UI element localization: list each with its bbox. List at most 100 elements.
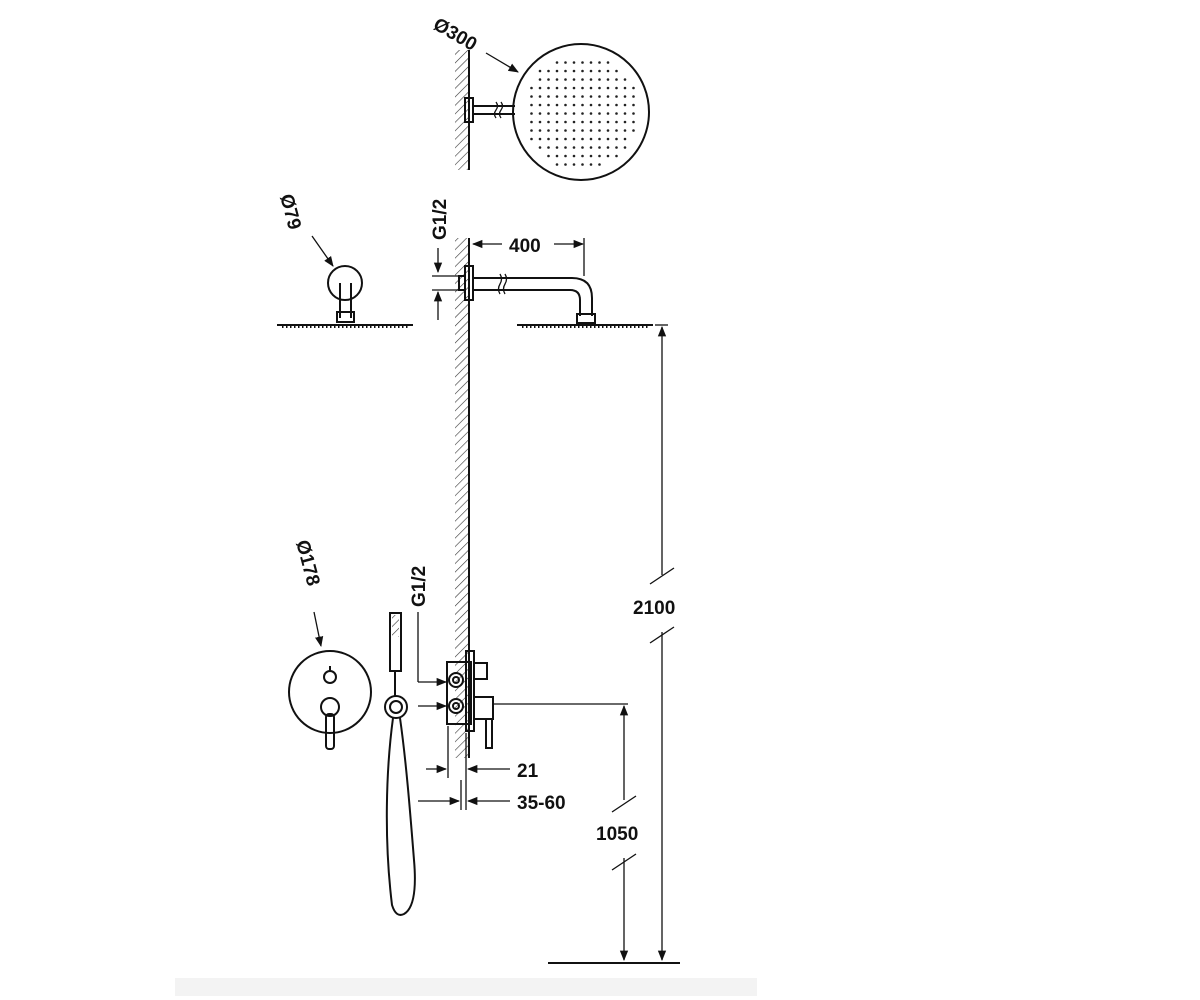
nozzle-dot xyxy=(564,146,567,149)
dim-head-height: 2100 xyxy=(633,324,675,962)
nozzle-dot xyxy=(598,95,601,98)
nozzle-dot xyxy=(555,163,559,166)
nozzle-dot xyxy=(572,61,576,64)
nozzle-dot xyxy=(581,103,584,107)
nozzle-dot xyxy=(555,69,559,73)
nozzle-dot xyxy=(547,120,550,124)
label-plate-diameter: Ø178 xyxy=(291,538,323,588)
nozzle-dot xyxy=(615,78,618,81)
nozzle-dot xyxy=(615,103,618,107)
nozzle-dot xyxy=(615,129,618,132)
nozzle-dot xyxy=(555,146,559,149)
label-plate-depth: 21 xyxy=(517,761,539,782)
nozzle-dot xyxy=(555,95,559,98)
nozzle-dot xyxy=(581,137,584,141)
mixer-plate-front-view xyxy=(288,650,372,750)
label-head-diameter: Ø300 xyxy=(430,14,481,55)
nozzle-dot xyxy=(572,78,576,81)
top-wall-section xyxy=(455,50,470,170)
nozzle-dot xyxy=(581,78,584,81)
nozzle-dot xyxy=(606,146,610,149)
nozzle-dot xyxy=(581,120,584,124)
nozzle-dot xyxy=(581,154,584,158)
nozzle-dot xyxy=(530,112,533,115)
nozzle-dot xyxy=(623,86,627,90)
nozzle-dot xyxy=(615,120,618,124)
nozzle-dot xyxy=(598,103,601,107)
nozzle-dot xyxy=(589,86,593,90)
nozzle-dot xyxy=(530,95,533,98)
nozzle-dot xyxy=(598,69,601,73)
mixer-body-section xyxy=(446,650,494,749)
nozzle-dot xyxy=(606,129,610,132)
nozzle-dot xyxy=(547,95,550,98)
nozzle-dot xyxy=(598,112,601,115)
nozzle-dot xyxy=(555,137,559,141)
nozzle-dot xyxy=(538,137,542,141)
nozzle-dot xyxy=(632,120,635,124)
dim-head-diameter: Ø300 xyxy=(430,14,519,73)
nozzle-dot xyxy=(623,120,627,124)
nozzle-dot xyxy=(564,112,567,115)
nozzle-dot xyxy=(623,95,627,98)
nozzle-dot xyxy=(555,112,559,115)
dim-plate-diameter: Ø178 xyxy=(291,538,323,648)
nozzle-dot xyxy=(623,146,627,149)
nozzle-dot xyxy=(547,86,550,90)
main-wall-section xyxy=(455,238,470,758)
nozzle-dot xyxy=(530,103,533,107)
nozzle-dot xyxy=(598,129,601,132)
nozzle-dot xyxy=(572,112,576,115)
hand-shower xyxy=(384,612,416,916)
nozzle-dot xyxy=(606,103,610,107)
nozzle-dot xyxy=(547,137,550,141)
nozzle-dot xyxy=(572,103,576,107)
nozzle-dot xyxy=(564,137,567,141)
nozzle-dot xyxy=(615,137,618,141)
label-head-height: 2100 xyxy=(633,598,675,619)
nozzle-dot xyxy=(589,61,593,64)
nozzle-dot xyxy=(623,103,627,107)
nozzle-dot xyxy=(555,61,559,64)
nozzle-dot xyxy=(538,86,542,90)
nozzle-dot xyxy=(581,129,584,132)
nozzle-dot xyxy=(606,69,610,73)
nozzle-dot xyxy=(581,112,584,115)
label-mixer-thread: G1/2 xyxy=(409,566,430,607)
nozzle-dot xyxy=(530,86,533,90)
nozzle-dot xyxy=(598,137,601,141)
nozzle-dot xyxy=(623,137,627,141)
shower-arm-side-view xyxy=(458,265,653,328)
nozzle-dot xyxy=(564,120,567,124)
nozzle-dot xyxy=(538,129,542,132)
nozzle-dot xyxy=(615,86,618,90)
nozzle-dot xyxy=(538,69,542,73)
nozzle-dot xyxy=(547,129,550,132)
dim-plate-depth: 21 xyxy=(426,726,539,810)
nozzle-dot xyxy=(589,137,593,141)
nozzle-dot xyxy=(581,163,584,166)
nozzle-dot xyxy=(572,86,576,90)
nozzle-dot xyxy=(530,129,533,132)
nozzle-dot xyxy=(581,61,584,64)
nozzle-dot xyxy=(589,163,593,166)
nozzle-dot xyxy=(564,103,567,107)
nozzle-dot xyxy=(615,95,618,98)
nozzle-dot xyxy=(632,95,635,98)
nozzle-dot xyxy=(564,129,567,132)
nozzle-dot xyxy=(606,78,610,81)
nozzle-dot xyxy=(572,120,576,124)
nozzle-dot xyxy=(564,78,567,81)
nozzle-dot xyxy=(615,112,618,115)
nozzle-dot xyxy=(598,86,601,90)
nozzle-dot xyxy=(564,69,567,73)
nozzle-dot xyxy=(547,78,550,81)
nozzle-dot xyxy=(564,154,567,158)
label-arm-thread: G1/2 xyxy=(430,199,451,240)
nozzle-dot xyxy=(623,112,627,115)
nozzle-dot xyxy=(606,137,610,141)
nozzle-dot xyxy=(547,103,550,107)
nozzle-dot xyxy=(530,137,533,141)
nozzle-dot xyxy=(589,95,593,98)
nozzle-dot xyxy=(555,78,559,81)
